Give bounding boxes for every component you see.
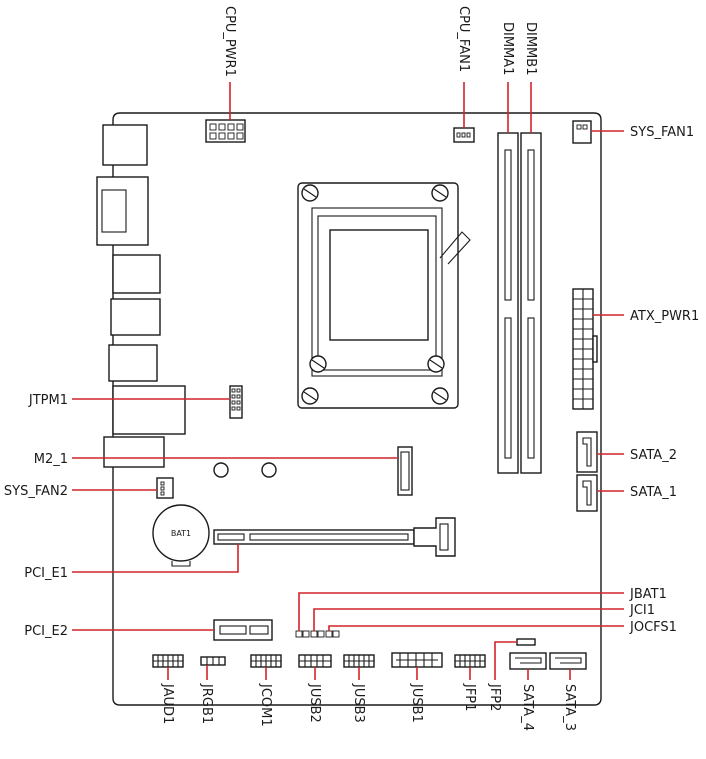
label-jaud1: JAUD1 (160, 683, 175, 724)
label-jbat1: JBAT1 (629, 587, 667, 602)
sys-fan1-header (572, 120, 592, 144)
jaud1-header (152, 654, 184, 668)
label-sys-fan2: SYS_FAN2 (4, 484, 68, 499)
label-jusb1: JUSB1 (409, 683, 424, 723)
pci-e2-slot (213, 619, 273, 641)
sata-4-3-connectors (509, 652, 587, 670)
label-m2-1: M2_1 (34, 452, 68, 467)
label-jtpm1: JTPM1 (28, 393, 68, 408)
bat1-label: BAT1 (171, 529, 191, 538)
sys-fan2-header (156, 477, 174, 499)
pci-e1-slot (213, 517, 456, 557)
label-jfp1: JFP1 (462, 683, 477, 711)
label-jci1: JCI1 (629, 603, 655, 618)
m2-slot (397, 446, 413, 496)
mount-hole (261, 462, 277, 478)
label-jrgb1: JRGB1 (199, 683, 214, 724)
label-jfp2: JFP2 (487, 683, 502, 711)
leader-jocfs1 (328, 625, 624, 631)
leader-jbat1 (298, 592, 624, 631)
leader-jfp2 (494, 641, 517, 680)
jrgb1-header (200, 656, 226, 666)
label-dimma1: DIMMA1 (500, 22, 515, 75)
label-sata-4: SATA_4 (520, 684, 535, 731)
cpu-socket (297, 182, 471, 409)
label-pci-e2: PCI_E2 (24, 624, 68, 639)
sata-2-1-connectors (576, 431, 598, 512)
label-dimmb1: DIMMB1 (523, 22, 538, 75)
bat1-battery: BAT1 (152, 504, 210, 567)
dimm-slots (497, 132, 542, 474)
label-cpu-pwr1: CPU_PWR1 (222, 6, 237, 77)
rear-io-ports (96, 124, 186, 468)
leader-pci-e1 (72, 544, 239, 573)
label-jusb2: JUSB2 (307, 683, 322, 723)
leader-jci1 (313, 608, 624, 631)
jusb1-header (391, 652, 443, 668)
label-atx-pwr1: ATX_PWR1 (630, 309, 699, 324)
jfp2-header (516, 638, 536, 646)
label-sys-fan1: SYS_FAN1 (630, 125, 694, 140)
motherboard-board (112, 112, 602, 706)
atx-pwr1-connector (572, 288, 598, 410)
label-sata-3: SATA_3 (562, 684, 577, 731)
leader-lines (72, 82, 624, 680)
label-cpu-fan1: CPU_FAN1 (456, 6, 471, 72)
label-jcom1: JCOM1 (258, 683, 273, 727)
label-jocfs1: JOCFS1 (629, 620, 677, 635)
mount-hole (213, 462, 229, 478)
jusb3-header (343, 654, 375, 668)
jbat-jci-jocfs-headers (295, 630, 340, 638)
label-pci-e1: PCI_E1 (24, 566, 68, 581)
label-sata-2: SATA_2 (630, 448, 677, 463)
jusb2-header (298, 654, 332, 668)
cpu-fan1-header (453, 127, 475, 143)
label-jusb3: JUSB3 (351, 683, 366, 723)
jfp1-header (454, 654, 486, 668)
jtpm1-header (229, 385, 243, 419)
jcom1-header (250, 654, 282, 668)
label-sata-1: SATA_1 (630, 485, 677, 500)
cpu-pwr1-connector (205, 119, 246, 143)
